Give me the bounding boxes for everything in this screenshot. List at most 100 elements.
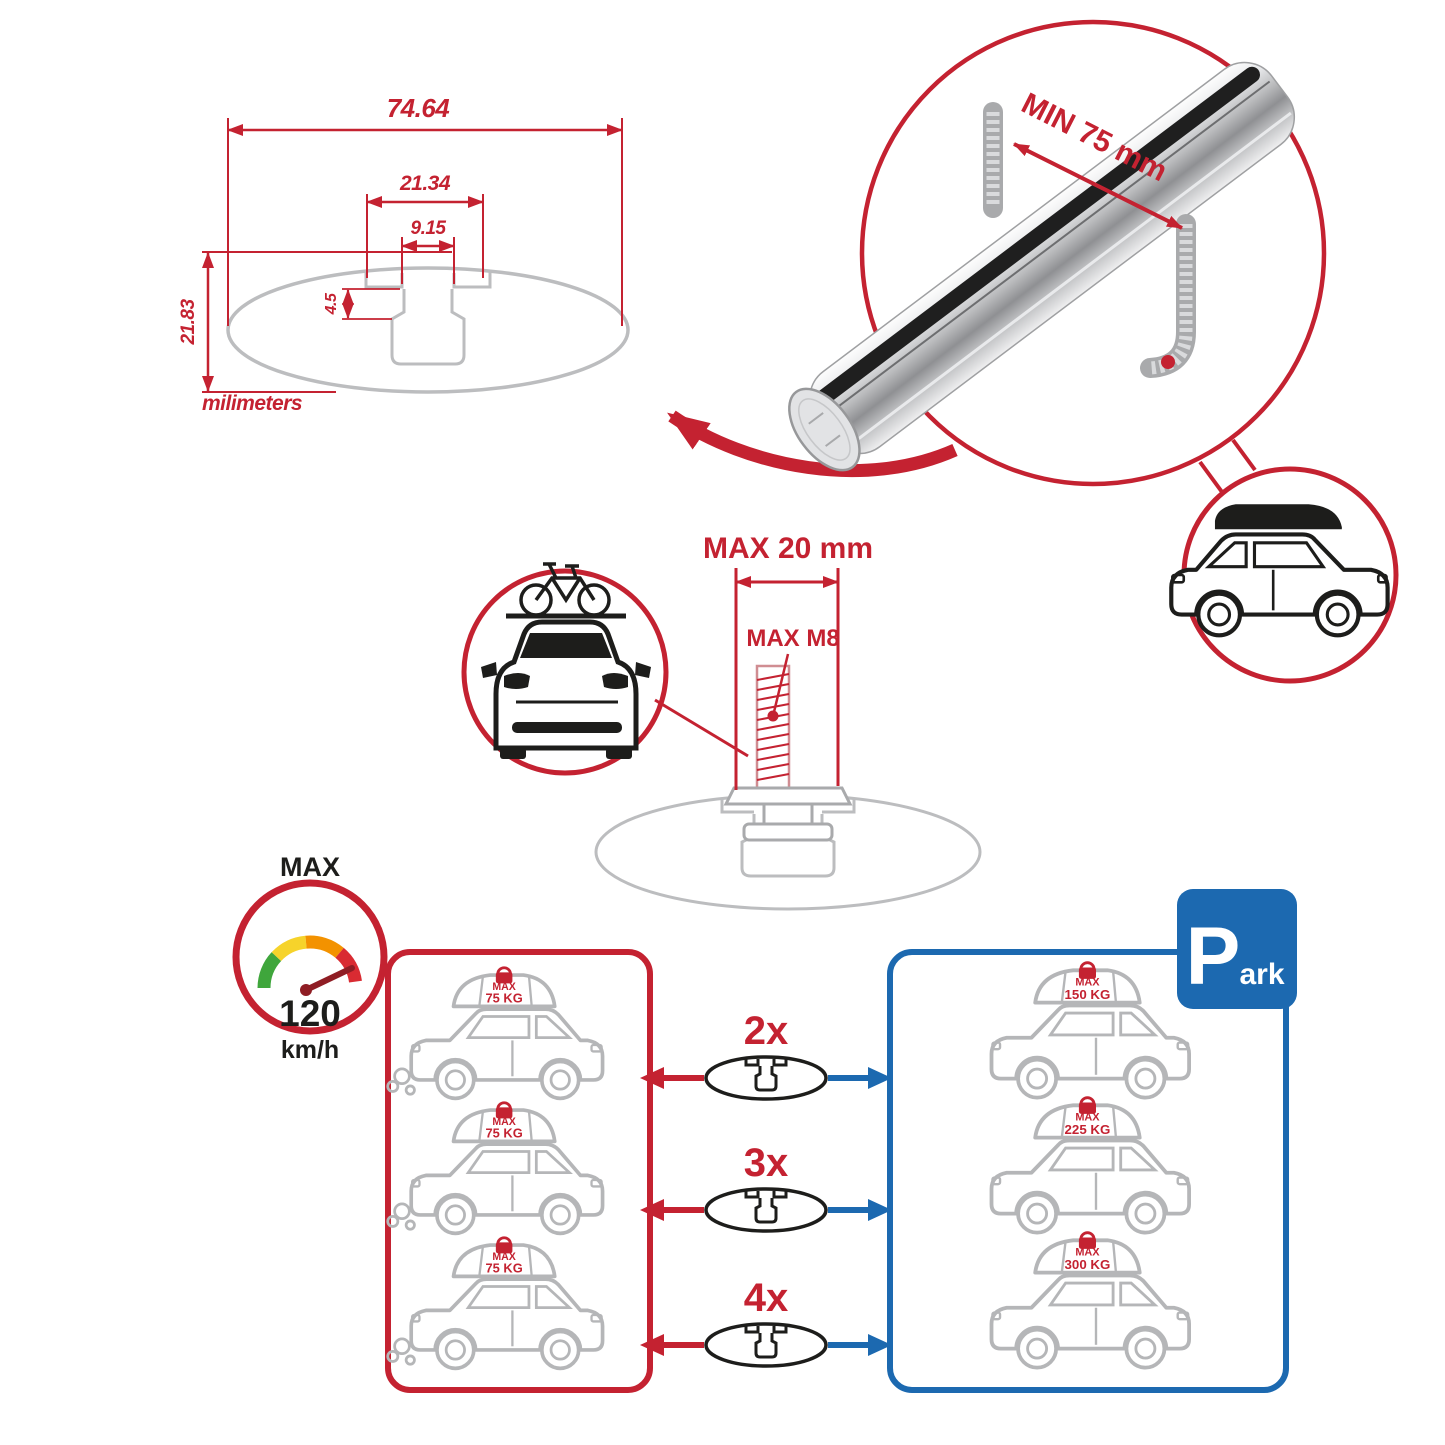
clamp-point-dot xyxy=(1161,355,1175,369)
car-side-art xyxy=(409,1277,605,1371)
speed-limit-badge: MAX 120 km/h xyxy=(232,852,388,1064)
roofbox-car xyxy=(1171,504,1387,635)
dust-puffs xyxy=(386,1067,416,1096)
load-badge-weight: 150 KG xyxy=(1065,987,1111,1002)
crossbar-count-row-1: 2x xyxy=(640,1009,892,1101)
arrow-to-driving-head xyxy=(640,1334,664,1356)
car-front-mirror-left xyxy=(481,662,497,678)
fitting-profile-channel xyxy=(740,814,836,878)
parking-sign: P ark xyxy=(1177,889,1297,1009)
roof-box xyxy=(1214,504,1342,530)
count-label: 4x xyxy=(744,1276,789,1320)
load-badge-title: MAX xyxy=(1075,1247,1100,1259)
dust-puff xyxy=(404,1219,416,1231)
count-label: 3x xyxy=(744,1141,789,1185)
load-badge-title: MAX xyxy=(1075,977,1100,989)
profile-dimension-diagram: 74.64 21.34 9.15 4.5 21.83 milimeters xyxy=(178,93,630,415)
count-label: 2x xyxy=(744,1009,789,1053)
crossbar-end-cap-inner xyxy=(798,398,851,461)
car-front-wheel-right xyxy=(606,748,632,759)
crossbar-end-cap-slot xyxy=(808,412,841,447)
bolt-max-thread-label: MAX M8 xyxy=(746,625,839,652)
crossbar-profile-icon xyxy=(704,1322,828,1368)
parked-car-row-2: MAX 225 KG xyxy=(989,1095,1191,1235)
profile-ellipse-outline xyxy=(226,266,630,394)
arrow-to-parked-head xyxy=(868,1334,892,1356)
car-side-art xyxy=(409,1007,605,1101)
dust-puff xyxy=(386,1349,400,1363)
speed-limit-title: MAX xyxy=(280,852,340,882)
crossbar-count-row-3: 4x xyxy=(640,1276,892,1368)
load-badge-weight: 75 KG xyxy=(486,991,523,1006)
car-front-wheel-left xyxy=(500,748,526,759)
dim-total-width-label: 74.64 xyxy=(387,93,451,123)
car-front-bumper xyxy=(512,722,622,733)
parked-car-row-1: MAX 150 KG xyxy=(989,960,1191,1100)
circle-connector-line-2 xyxy=(1231,438,1257,472)
car-side-art xyxy=(989,1138,1191,1235)
dust-puff xyxy=(393,1067,411,1086)
dust-puff xyxy=(404,1354,416,1366)
crossbar-groove-line xyxy=(823,80,1271,419)
clamp-strap-front-body xyxy=(1140,214,1196,378)
gauge-needle-pivot xyxy=(300,984,312,996)
bike-on-car-art xyxy=(481,562,651,759)
car-side-art xyxy=(989,1273,1191,1370)
driving-car-row-1: MAX 75 KG xyxy=(386,965,605,1101)
load-badge-weight: 75 KG xyxy=(486,1261,523,1276)
load-badge-weight: 300 KG xyxy=(1065,1257,1111,1272)
circle-connector-line-1 xyxy=(1198,460,1224,494)
arrow-to-parked-head xyxy=(868,1199,892,1221)
load-badge-title: MAX xyxy=(492,1116,516,1128)
car-front-windshield xyxy=(520,633,612,658)
driving-car-row-2: MAX 75 KG xyxy=(386,1100,605,1236)
dust-puff xyxy=(393,1337,411,1356)
parked-load-panel xyxy=(887,949,1289,1393)
bolt-fitting-section: MAX 20 mm MAX M8 xyxy=(594,532,982,911)
speed-limit-unit: km/h xyxy=(281,1036,339,1064)
parking-sign-plate xyxy=(1177,889,1297,1009)
parking-sign-letter: P xyxy=(1186,911,1241,1002)
speed-limit-value: 120 xyxy=(279,993,341,1034)
profile-slot-ledge-left xyxy=(364,272,404,289)
gauge-arc-orange xyxy=(305,935,344,958)
bolt-max-width-label: MAX 20 mm xyxy=(703,532,873,565)
crossbar-callout: MIN 75 mm xyxy=(788,19,1327,487)
dust-puff xyxy=(386,1214,400,1228)
load-badge-weight: 225 KG xyxy=(1065,1122,1111,1137)
clamp-strap-front xyxy=(1140,214,1196,378)
dim-slot-outer-label: 21.34 xyxy=(399,172,451,195)
crossbar-profile-icon xyxy=(704,1055,828,1101)
dim-slot-inner-label: 9.15 xyxy=(411,218,447,239)
fitting-profile-ledges xyxy=(720,798,856,814)
bolt-t-foot xyxy=(742,822,834,842)
bar-to-profile-arrow xyxy=(667,410,958,478)
crossbar-count-row-2: 3x xyxy=(640,1141,892,1233)
bolt-thread-dot xyxy=(767,710,779,722)
units-label: milimeters xyxy=(202,392,302,415)
driving-car-row-3: MAX 75 KG xyxy=(386,1235,605,1371)
gauge-arc-green xyxy=(257,952,282,989)
load-badge-weight: 75 KG xyxy=(486,1126,523,1141)
crossbar-profile-icon xyxy=(704,1187,828,1233)
arrow-to-driving-head xyxy=(640,1067,664,1089)
dust-puffs xyxy=(386,1337,416,1366)
car-front-headlight-left xyxy=(504,673,530,689)
gauge-needle xyxy=(303,965,355,993)
gauge-arc-yellow xyxy=(271,935,307,962)
car-side-art xyxy=(989,1003,1191,1100)
dim-slot-depth-label: 4.5 xyxy=(323,292,340,315)
bike-frame xyxy=(534,562,596,604)
dust-puffs xyxy=(386,1202,416,1231)
parked-car-row-3: MAX 300 KG xyxy=(989,1230,1191,1370)
dim-total-height-label: 21.83 xyxy=(178,299,199,346)
dust-puff xyxy=(386,1079,400,1093)
car-front-mirror-right xyxy=(635,662,651,678)
bolt-neck xyxy=(762,802,814,826)
crossbar-end-cap xyxy=(788,387,861,472)
clamp-min-arrow xyxy=(1013,142,1183,230)
parking-sign-suffix: ark xyxy=(1239,958,1284,991)
load-badge-title: MAX xyxy=(492,981,516,993)
